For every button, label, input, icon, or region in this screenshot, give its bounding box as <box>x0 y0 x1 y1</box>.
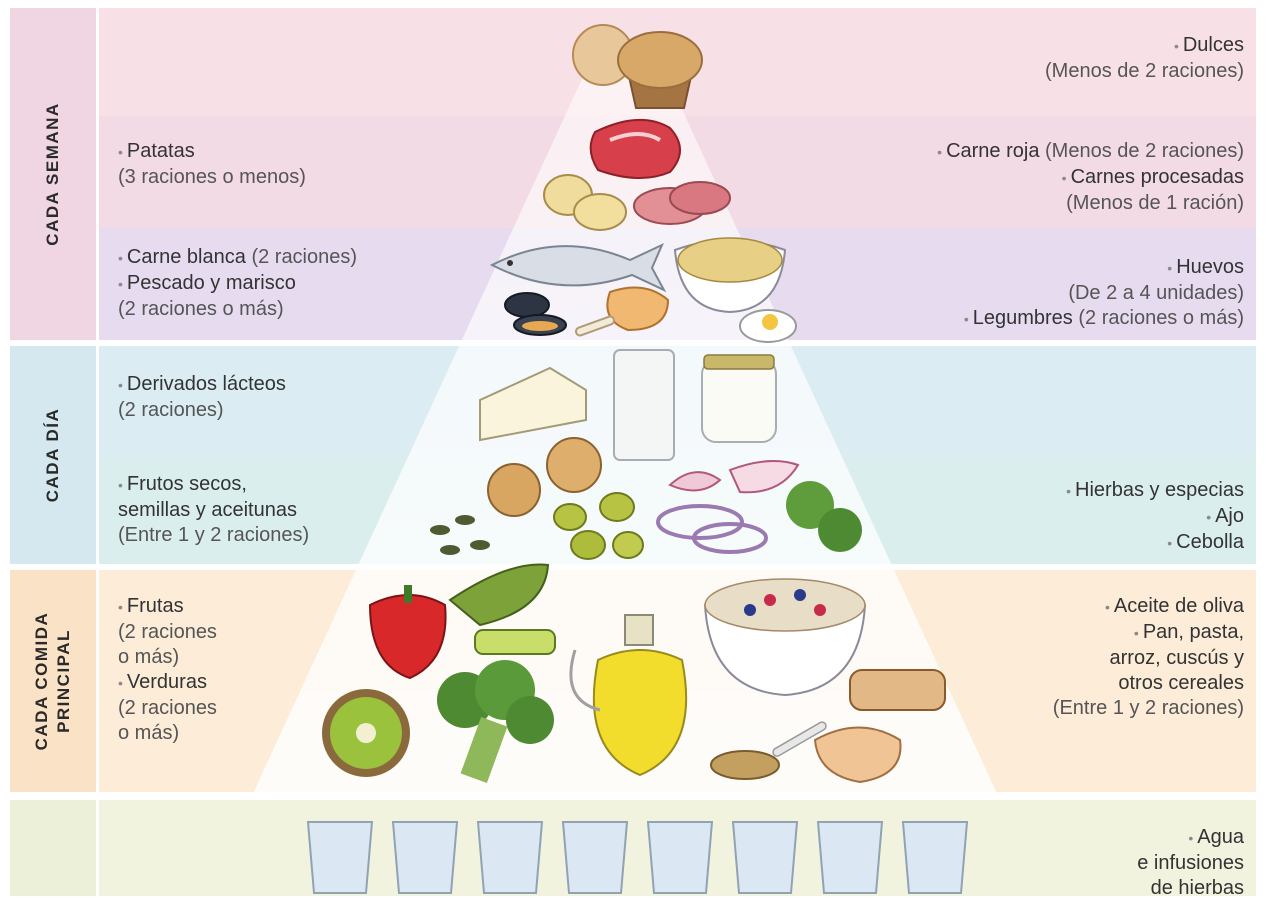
boiled-egg-icon <box>740 310 796 342</box>
water-glass-icon <box>818 822 882 893</box>
bullet: • <box>1134 625 1139 641</box>
bullet: • <box>1167 535 1172 551</box>
bullet: • <box>1188 830 1193 846</box>
label-aceite: Aceite de oliva <box>1114 595 1244 617</box>
label-hierbas: Hierbas y especias <box>1075 479 1244 501</box>
water-glass-icon <box>478 822 542 893</box>
label-legumbres: Legumbres <box>973 307 1073 329</box>
bullet: • <box>118 477 123 493</box>
item-dulces: •Dulces (Menos de 2 raciones) <box>1045 33 1244 84</box>
bullet: • <box>937 144 942 160</box>
note-legumbres: (2 raciones o más) <box>1078 307 1244 329</box>
label-agua-line2: e infusiones <box>1137 851 1244 876</box>
label-pan-line1: Pan, pasta, <box>1143 621 1244 643</box>
label-ajo: Ajo <box>1215 505 1244 527</box>
item-carne-blanca-pescado: •Carne blanca (2 raciones) •Pescado y ma… <box>118 245 357 322</box>
note-frutas-line2: o más) <box>118 645 217 670</box>
bullet: • <box>964 311 969 327</box>
label-carne-roja: Carne roja <box>946 140 1039 162</box>
note-verduras-line1: (2 raciones <box>118 696 217 721</box>
note-frutas-line1: (2 raciones <box>118 620 217 645</box>
label-patatas: Patatas <box>127 140 195 162</box>
item-huevos-legumbres: •Huevos (De 2 a 4 unidades) •Legumbres (… <box>964 255 1244 332</box>
note-pescado: (2 raciones o más) <box>118 297 357 322</box>
note-lacteos: (2 raciones) <box>118 398 286 423</box>
item-agua: •Agua e infusiones de hierbas <box>1137 825 1244 901</box>
label-verduras: Verduras <box>127 671 207 693</box>
label-pan-line2: arroz, cuscús y <box>1053 646 1244 671</box>
water-glass-icon <box>903 822 967 893</box>
bullet: • <box>1167 260 1172 276</box>
note-patatas: (3 raciones o menos) <box>118 165 306 190</box>
water-glass-icon <box>648 822 712 893</box>
label-frutos-line1: Frutos secos, <box>127 473 247 495</box>
red-meat-icon <box>591 120 680 178</box>
label-frutas: Frutas <box>127 595 184 617</box>
label-cebolla: Cebolla <box>1176 531 1244 553</box>
bullet: • <box>1062 170 1067 186</box>
bullet: • <box>118 144 123 160</box>
item-frutas-verduras: •Frutas (2 raciones o más) •Verduras (2 … <box>118 594 217 746</box>
item-lacteos: •Derivados lácteos (2 raciones) <box>118 372 286 423</box>
bread-slice-icon <box>850 670 945 710</box>
note-huevos: (De 2 a 4 unidades) <box>964 281 1244 306</box>
item-frutos-secos: •Frutos secos, semillas y aceitunas (Ent… <box>118 472 309 548</box>
item-aceite-cereales: •Aceite de oliva •Pan, pasta, arroz, cus… <box>1053 594 1244 721</box>
label-agua-line3: de hierbas <box>1137 876 1244 901</box>
label-pescado: Pescado y marisco <box>127 272 296 294</box>
item-patatas: •Patatas (3 raciones o menos) <box>118 139 306 190</box>
label-pan-line3: otros cereales <box>1053 671 1244 696</box>
water-glass-icon <box>733 822 797 893</box>
label-carne-blanca: Carne blanca <box>127 246 246 268</box>
note-carne-roja: (Menos de 2 raciones) <box>1045 140 1244 162</box>
bullet: • <box>1206 509 1211 525</box>
bullet: • <box>118 276 123 292</box>
label-lacteos: Derivados lácteos <box>127 373 286 395</box>
bullet: • <box>1105 599 1110 615</box>
label-agua-line1: Agua <box>1197 826 1244 848</box>
label-carnes-procesadas: Carnes procesadas <box>1071 166 1244 188</box>
bullet: • <box>118 377 123 393</box>
yogurt-jar-icon <box>702 355 776 442</box>
note-carnes-procesadas: (Menos de 1 ración) <box>937 191 1244 216</box>
bullet: • <box>1066 483 1071 499</box>
milk-glass-icon <box>614 350 674 460</box>
water-glass-icon <box>308 822 372 893</box>
label-frutos-line2: semillas y aceitunas <box>118 498 309 523</box>
item-carnes: •Carne roja (Menos de 2 raciones) •Carne… <box>937 139 1244 216</box>
water-glass-icon <box>393 822 457 893</box>
water-glasses <box>308 822 967 893</box>
item-hierbas: •Hierbas y especias •Ajo •Cebolla <box>1066 478 1244 556</box>
bullet: • <box>118 250 123 266</box>
bullet: • <box>118 599 123 615</box>
note-frutos: (Entre 1 y 2 raciones) <box>118 523 309 548</box>
bullet: • <box>1174 38 1179 54</box>
kiwi-icon <box>322 689 410 777</box>
note-pan: (Entre 1 y 2 raciones) <box>1053 696 1244 721</box>
label-huevos: Huevos <box>1176 256 1244 278</box>
bullet: • <box>118 675 123 691</box>
label-dulces: Dulces <box>1183 34 1244 56</box>
note-dulces: (Menos de 2 raciones) <box>1045 59 1244 84</box>
water-glass-icon <box>563 822 627 893</box>
note-carne-blanca: (2 raciones) <box>251 246 357 268</box>
note-verduras-line2: o más) <box>118 721 217 746</box>
